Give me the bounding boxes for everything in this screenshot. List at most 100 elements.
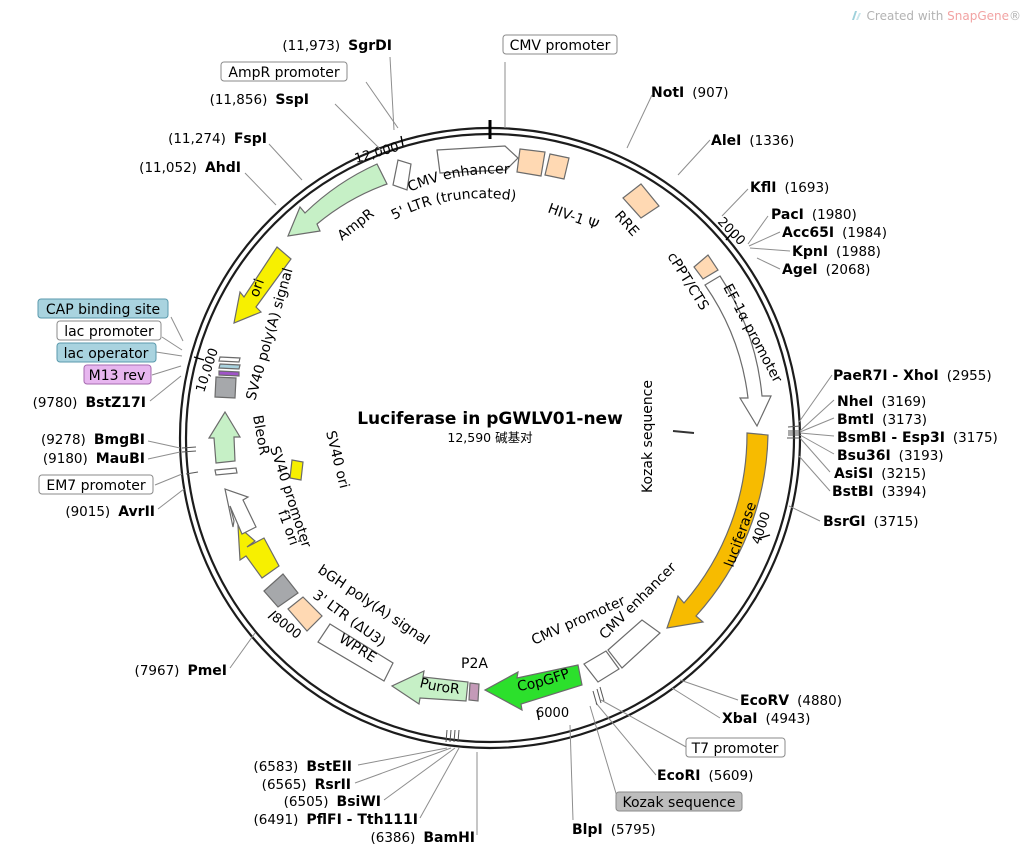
annotation-ampr-promoter-label: AmpR promoter	[228, 65, 339, 81]
site-kpni[interactable]: KpnI(1988)	[792, 244, 881, 260]
feature-ampr[interactable]	[287, 163, 388, 237]
ruler-tick-12000	[400, 135, 404, 147]
watermark-mark: ®	[1009, 9, 1021, 23]
feature-label-bleor: BleoR	[249, 414, 272, 457]
site-acc65i[interactable]: Acc65I(1984)	[782, 225, 887, 241]
feature-label-5-ltr: 5' LTR (truncated)	[389, 186, 518, 223]
feature-lac-promoter-block[interactable]	[218, 356, 241, 363]
feature-label-sv40-ori: SV40 ori	[322, 429, 352, 490]
site-ecori[interactable]: EcoRI(5609)	[657, 768, 753, 784]
site-rsrii[interactable]: (6565)RsrII	[262, 777, 351, 793]
ruler-tick-2000	[725, 230, 735, 241]
feature-sv40-promoter[interactable]	[224, 488, 257, 535]
site-blpi[interactable]: BlpI(5795)	[572, 822, 656, 838]
feature-m13rev-block[interactable]	[218, 370, 240, 377]
feature-em7-promoter[interactable]	[214, 467, 238, 476]
plasmid-length: 12,590 碱基对	[447, 430, 532, 445]
annotation-em7-promoter[interactable]: EM7 promoter	[38, 474, 154, 495]
feature-lac-operator-block[interactable]	[218, 363, 241, 370]
site-pflfi-tth111i[interactable]: (6491)PflFI - Tth111I	[253, 812, 418, 828]
enzyme-labels-right: NotI(907) AleI(1336) KflI(1693) PacI(198…	[572, 85, 998, 838]
feature-cmv-enhancer-top[interactable]	[436, 145, 519, 174]
site-alei[interactable]: AleI(1336)	[711, 133, 794, 149]
annotation-lac-promoter[interactable]: lac promoter	[56, 320, 162, 341]
leader-lines	[147, 56, 835, 835]
annotation-cmv-promoter[interactable]: CMV promoter	[502, 34, 618, 55]
site-paci[interactable]: PacI(1980)	[771, 207, 857, 223]
feature-rre[interactable]	[622, 183, 660, 219]
feature-5-ltr[interactable]	[516, 148, 546, 177]
feature-sv40-polya[interactable]	[214, 376, 237, 399]
feature-label-kozak: Kozak sequence	[640, 380, 656, 493]
feature-luciferase[interactable]	[666, 432, 769, 629]
annotation-kozak-sequence[interactable]: Kozak sequence	[615, 791, 743, 812]
feature-cmv-promoter-2[interactable]	[583, 650, 620, 683]
feature-p2a[interactable]	[468, 682, 480, 702]
site-bstz17i[interactable]: (9780)BstZ17I	[33, 395, 146, 411]
ruler-label-12000: 12,000	[353, 140, 401, 167]
feature-label-p2a: P2A	[461, 656, 488, 672]
annotation-em7-promoter-label: EM7 promoter	[46, 478, 145, 494]
feature-f1-ori[interactable]	[237, 524, 280, 579]
feature-wpre[interactable]	[317, 623, 394, 682]
annotation-t7-promoter[interactable]: T7 promoter	[685, 737, 786, 758]
feature-cppt-cts[interactable]	[693, 254, 719, 280]
feature-cmv-enhancer-small[interactable]	[392, 159, 412, 191]
ruler-tick-10000	[193, 356, 205, 361]
site-agei[interactable]: AgeI(2068)	[782, 262, 870, 278]
ruler-tick-8000	[267, 610, 277, 619]
site-fspi[interactable]: (11,274)FspI	[168, 131, 267, 147]
annotation-lac-operator[interactable]: lac operator	[56, 342, 157, 363]
plasmid-length-unit: 碱基对	[495, 430, 533, 445]
feature-copgfp[interactable]	[483, 664, 583, 712]
feature-bleor[interactable]	[207, 410, 242, 464]
annotation-m13-rev-label: M13 rev	[89, 368, 146, 384]
annotation-ampr-promoter[interactable]: AmpR promoter	[220, 61, 348, 82]
feature-label-puror: PuroR	[418, 675, 461, 697]
annotation-m13-rev[interactable]: M13 rev	[83, 364, 152, 385]
ruler-tick-6000	[536, 709, 540, 721]
annotation-cap-binding-site[interactable]: CAP binding site	[37, 298, 169, 319]
annotation-kozak-sequence-label: Kozak sequence	[623, 795, 736, 811]
ruler-tick-4000	[759, 534, 771, 539]
ruler-label-6000: 6000	[536, 706, 569, 721]
site-bsiwi[interactable]: (6505)BsiWI	[284, 794, 381, 810]
site-bmgbi[interactable]: (9278)BmgBI	[41, 432, 145, 448]
watermark-brand: SnapGene	[947, 9, 1009, 23]
site-xbai[interactable]: XbaI(4943)	[722, 711, 810, 727]
feature-sv40-ori[interactable]	[289, 459, 304, 481]
site-noti[interactable]: NotI(907)	[651, 85, 729, 101]
site-avrii[interactable]: (9015)AvrII	[65, 504, 155, 520]
site-maubi[interactable]: (9180)MauBI	[43, 451, 145, 467]
site-bsteii[interactable]: (6583)BstEII	[253, 759, 352, 775]
annotation-t7-promoter-label: T7 promoter	[691, 741, 779, 757]
site-paer7i-xhoi[interactable]: PaeR7I - XhoI(2955)	[833, 368, 992, 384]
site-bmti[interactable]: BmtI(3173)	[837, 412, 927, 428]
feature-cmv-enhancer-2[interactable]	[607, 619, 661, 669]
site-nhei[interactable]: NheI(3169)	[837, 394, 926, 410]
site-kfli[interactable]: KflI(1693)	[750, 180, 829, 196]
site-asisi[interactable]: AsiSI(3215)	[834, 466, 926, 482]
site-bsu36i[interactable]: Bsu36I(3193)	[837, 448, 944, 464]
site-bsrgi[interactable]: BsrGI(3715)	[823, 514, 919, 530]
plasmid-length-value: 12,590	[447, 430, 491, 445]
feature-3-ltr[interactable]	[287, 596, 323, 632]
snapgene-watermark: Created with SnapGene®	[851, 9, 1021, 23]
site-sgrdi[interactable]: (11,973)SgrDI	[282, 38, 392, 54]
site-ecorv[interactable]: EcoRV(4880)	[740, 693, 842, 709]
site-bsmbi-esp3i[interactable]: BsmBI - Esp3I(3175)	[837, 430, 998, 446]
feature-ef1a-promoter[interactable]	[704, 275, 772, 428]
site-ahdi[interactable]: (11,052)AhdI	[139, 160, 241, 176]
site-pmei[interactable]: (7967)PmeI	[135, 663, 227, 679]
feature-puror[interactable]	[390, 669, 469, 706]
site-bstbi[interactable]: BstBI(3394)	[832, 484, 926, 500]
feature-hiv-psi[interactable]	[544, 153, 570, 180]
site-bamhi[interactable]: (6386)BamHI	[370, 830, 475, 846]
feature-kozak-inner[interactable]	[672, 430, 695, 434]
feature-ori[interactable]	[233, 246, 292, 324]
feature-bgh-polya[interactable]	[263, 573, 299, 608]
annotation-lac-operator-label: lac operator	[64, 346, 149, 362]
enzyme-labels-left: (11,973)SgrDI (11,856)SspI (11,274)FspI …	[33, 38, 475, 846]
site-sspi[interactable]: (11,856)SspI	[210, 92, 309, 108]
